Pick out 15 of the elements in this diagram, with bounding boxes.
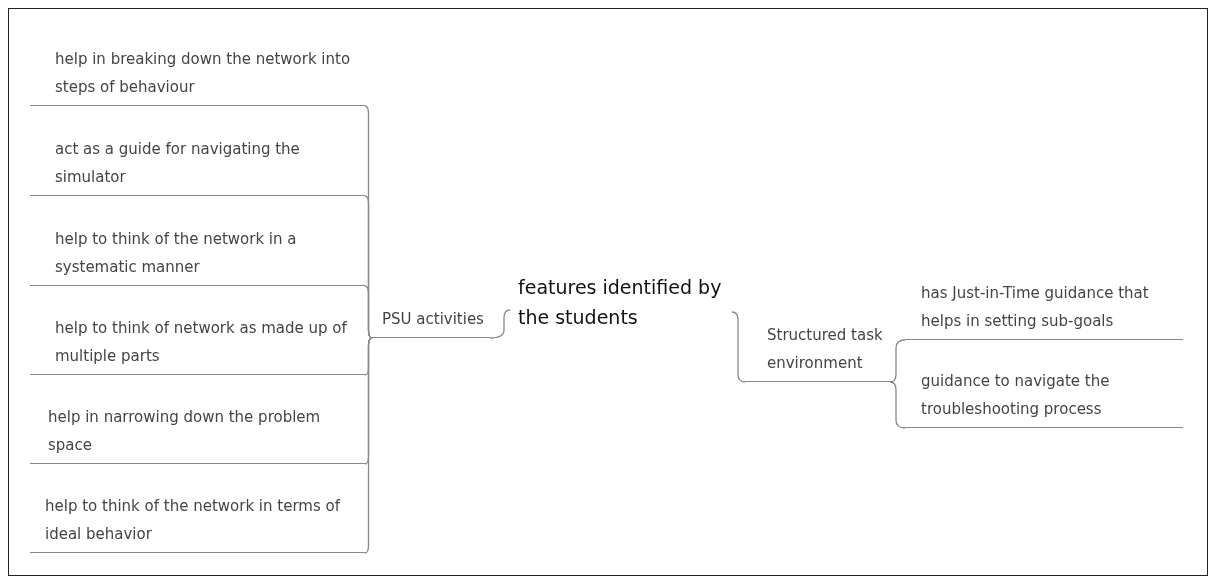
topic-text: Structured task environment	[767, 325, 884, 374]
topic-text: features identified by the students	[518, 275, 723, 330]
topic-text: help to think of the network in terms of ideal behavior	[45, 496, 342, 545]
topic-text: PSU activities	[382, 309, 484, 330]
topic-text: help to think of the network in a systematic manner	[55, 229, 298, 278]
branch-line	[364, 285, 373, 339]
topic-text: help in breaking down the network into steps of behaviour	[55, 49, 352, 98]
topic-text: help to think of network as made up of multiple parts	[55, 318, 348, 367]
branch-line	[364, 337, 373, 554]
branch-line	[731, 311, 746, 383]
topic-text: guidance to navigate the troubleshooting process	[921, 371, 1111, 420]
topic-text: help in narrowing down the problem space	[48, 407, 322, 456]
topic-text: has Just-in-Time guidance that helps in setting sub-goals	[921, 283, 1150, 332]
topic-text: act as a guide for navigating the simulator	[55, 139, 301, 188]
branch-line	[489, 309, 511, 339]
